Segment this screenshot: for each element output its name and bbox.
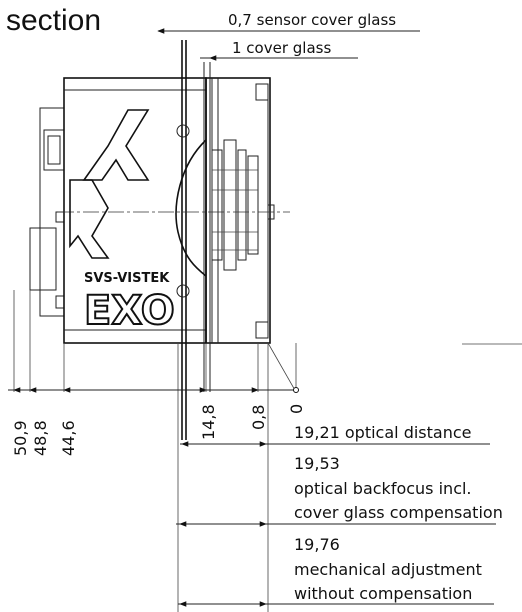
- optical-distance-label: 19,21 optical distance: [294, 423, 471, 442]
- baseline-dimension: [8, 387, 299, 393]
- dim-0-8: 0,8: [249, 405, 268, 430]
- svs-logo-mark: [69, 109, 150, 259]
- extension-lines: [13, 290, 297, 612]
- sensor-cover-glass-label: 0,7 sensor cover glass: [228, 11, 396, 29]
- dim-44-6: 44,6: [59, 420, 78, 456]
- backfocus-dimension: 19,53 optical backfocus incl. cover glas…: [176, 454, 503, 527]
- optical-distance-dimension: 19,21 optical distance: [180, 423, 490, 447]
- brand-logo: SVS-VISTEK EXO: [83, 271, 176, 335]
- dim-0: 0: [287, 404, 306, 414]
- callout-cover-glass: 1 cover glass: [200, 39, 358, 61]
- model-name: EXO: [84, 288, 175, 334]
- backfocus-value: 19,53: [294, 454, 340, 473]
- backfocus-desc-line1: optical backfocus incl.: [294, 479, 472, 498]
- mechanical-dimension: 19,76 mechanical adjustment without comp…: [178, 535, 494, 607]
- camera-body: [29, 40, 290, 440]
- brand-name: SVS-VISTEK: [84, 271, 170, 286]
- dim-50-9: 50,9: [11, 420, 30, 456]
- callout-sensor-cover-glass: 0,7 sensor cover glass: [157, 11, 420, 34]
- section-title: section: [6, 4, 101, 37]
- cover-glass-label: 1 cover glass: [232, 39, 331, 57]
- dim-14-8: 14,8: [199, 404, 218, 440]
- backfocus-desc-line2: cover glass compensation: [294, 503, 503, 522]
- dimension-tick-labels: 50,9 48,8 44,6 14,8 0,8 0: [11, 404, 306, 456]
- mechanical-desc-line1: mechanical adjustment: [294, 560, 482, 579]
- dim-48-8: 48,8: [31, 420, 50, 456]
- mechanical-value: 19,76: [294, 535, 340, 554]
- mechanical-desc-line2: without compensation: [294, 584, 472, 603]
